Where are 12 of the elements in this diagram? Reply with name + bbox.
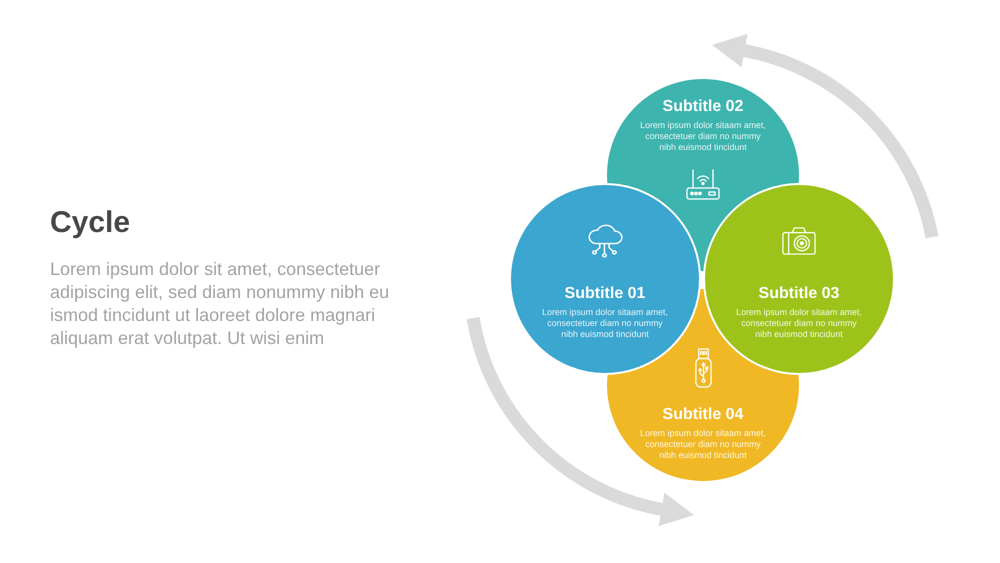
- step-description: Lorem ipsum dolor sitaam amet, consectetuer diam no nummy nibh euismod tincidunt: [541, 307, 669, 340]
- curved-arrow: [466, 316, 694, 526]
- step-title: Subtitle 03: [758, 284, 840, 304]
- step-title: Subtitle 01: [564, 284, 646, 304]
- step-title: Subtitle 04: [662, 405, 744, 425]
- step-description: Lorem ipsum dolor sitaam amet, consectetuer diam no nummy nibh euismod tincidunt: [639, 120, 767, 153]
- intro-paragraph: Lorem ipsum dolor sit amet, consectetuer adipiscing elit, sed diam nonummy nibh eu ismod tincidunt ut laoreet dolore magnari aliquam erat volutpat. Ut wisi enim: [50, 258, 390, 350]
- step-description: Lorem ipsum dolor sitaam amet, consectetuer diam no nummy nibh euismod tincidunt: [735, 307, 863, 340]
- curved-arrow: [712, 34, 938, 239]
- step-title: Subtitle 02: [662, 97, 744, 117]
- heading: Cycle: [50, 205, 130, 241]
- step-description: Lorem ipsum dolor sitaam amet, consectetuer diam no nummy nibh euismod tincidunt: [639, 428, 767, 461]
